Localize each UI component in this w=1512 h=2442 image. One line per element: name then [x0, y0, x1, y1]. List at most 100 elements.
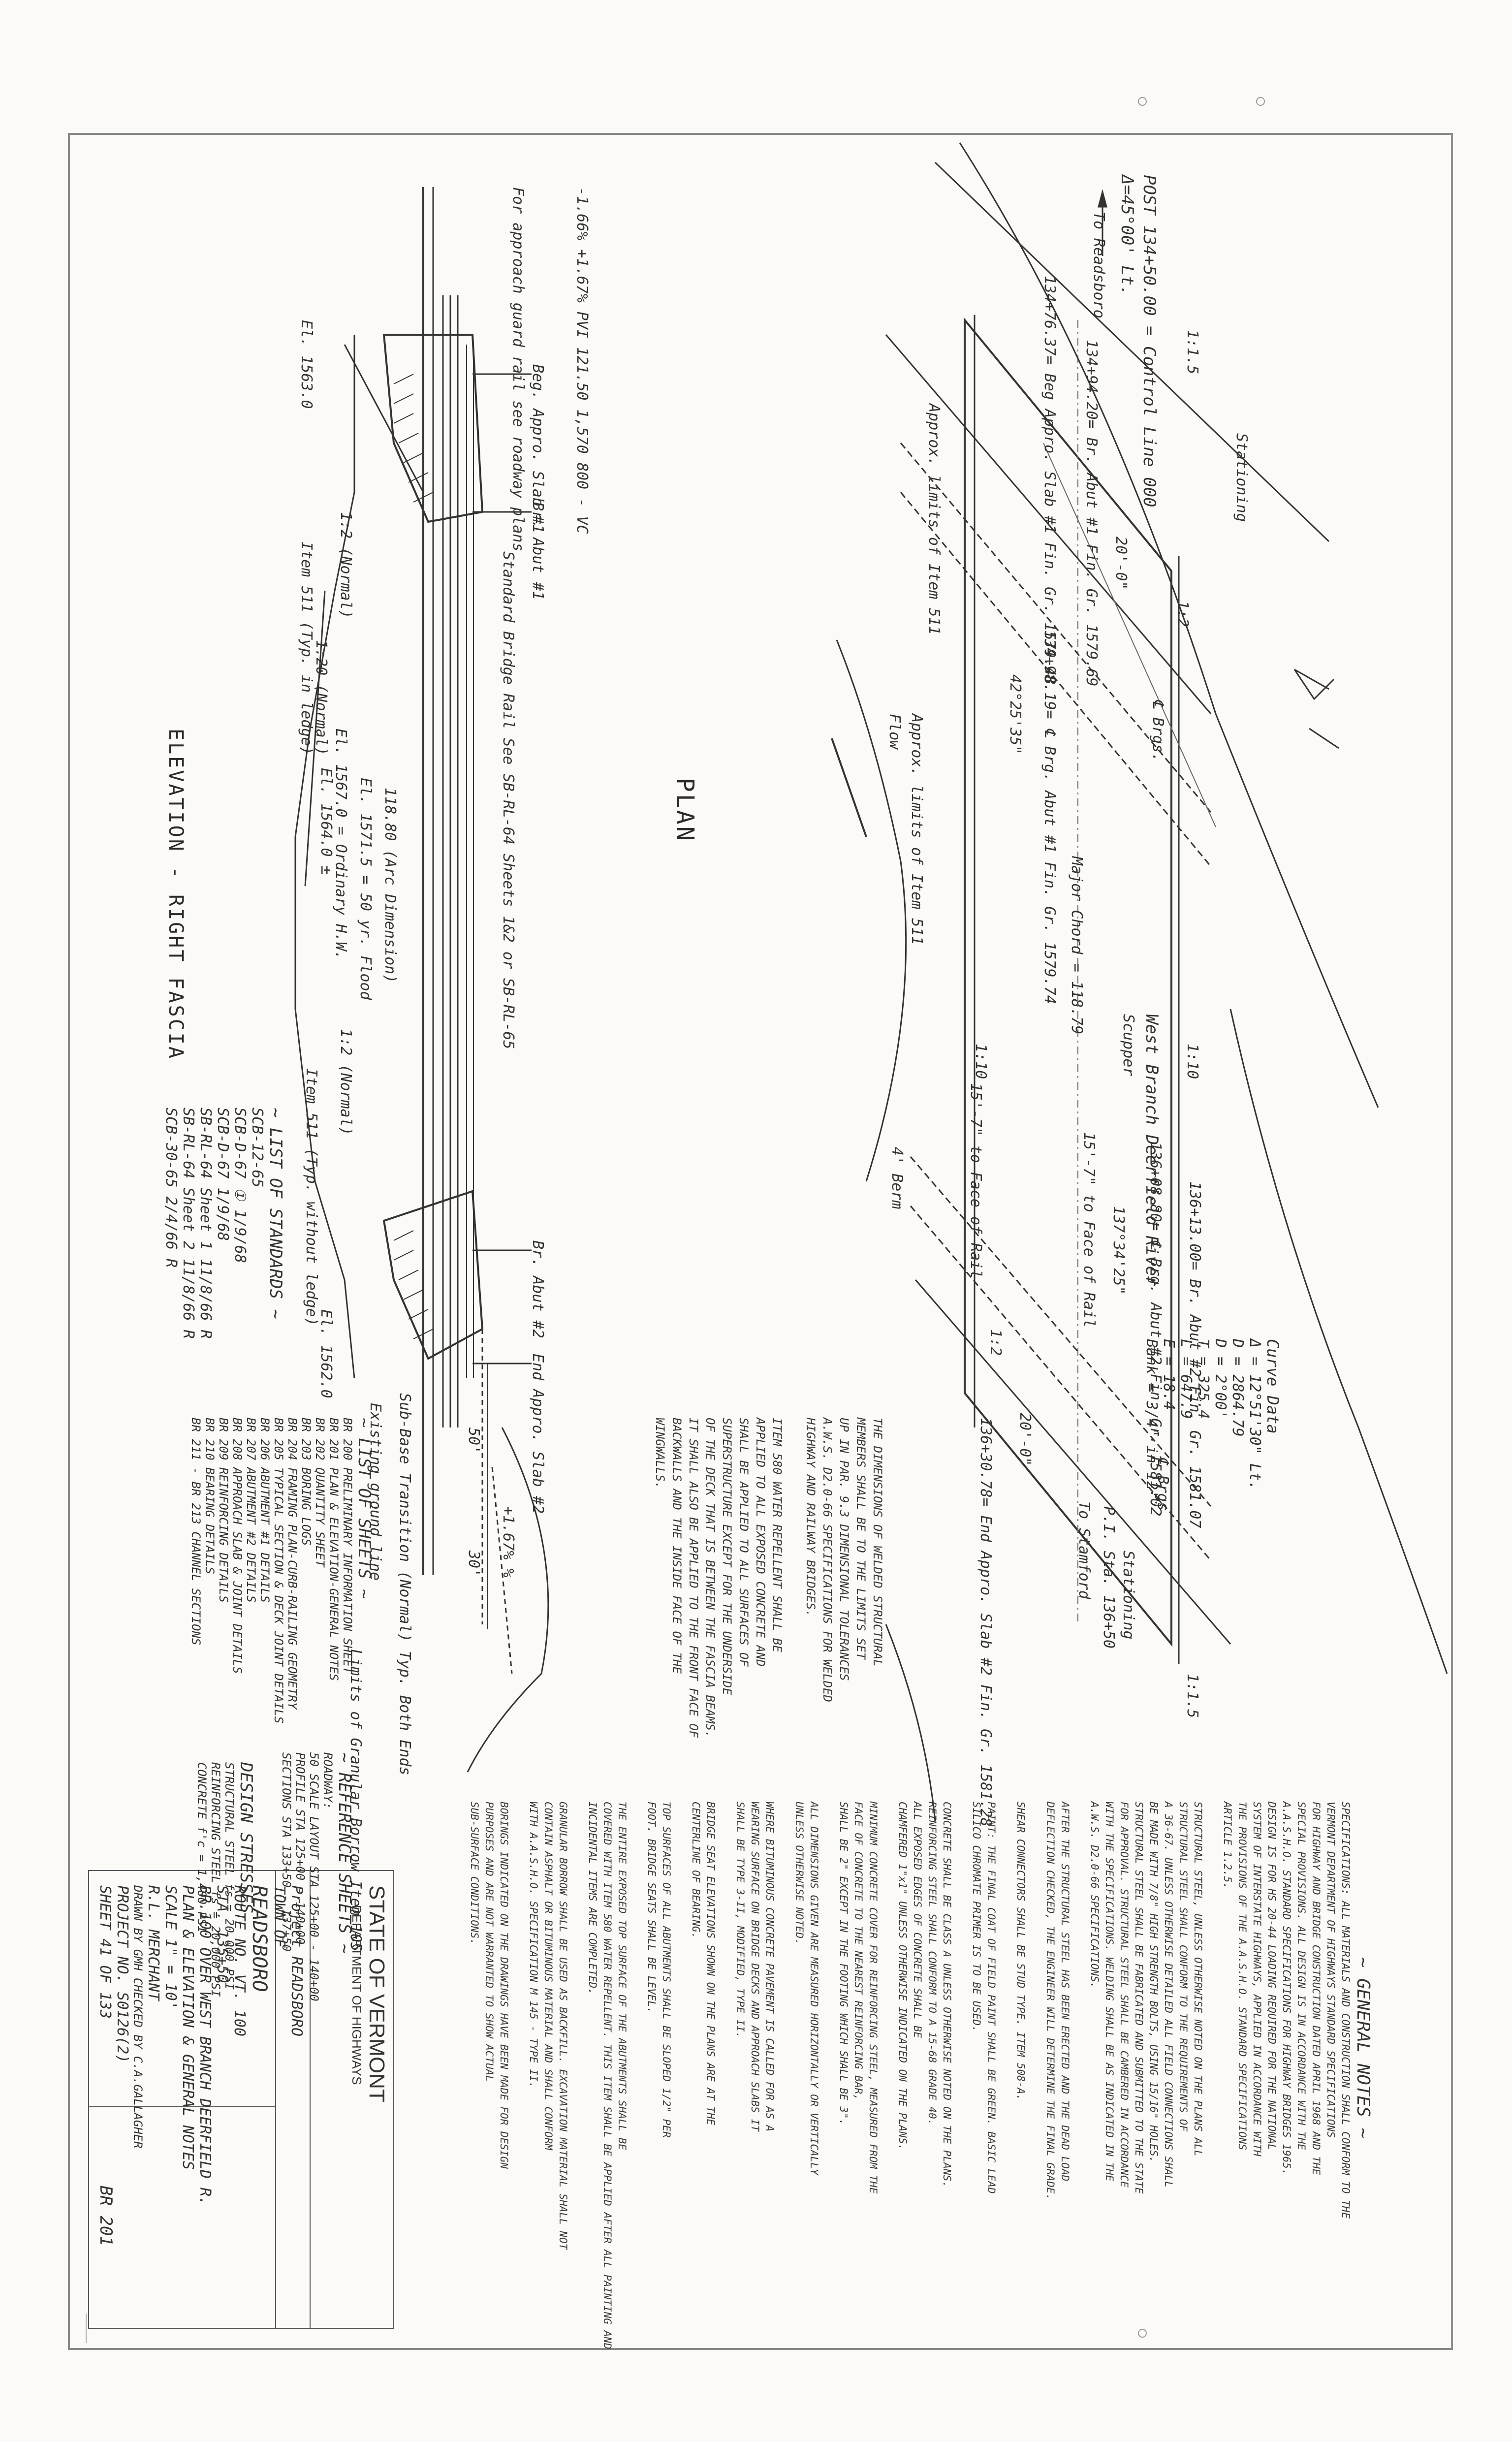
angle-1: 42°25'35" — [1007, 674, 1024, 755]
project-number: PROJECT NO. S0126(2) — [114, 1885, 131, 2063]
plan-linework — [831, 142, 1448, 1822]
elevation-linework — [294, 187, 549, 1773]
approach-guard-note: For approach guard rail see roadway plan… — [509, 187, 527, 552]
slope-110-b: 1:10 — [972, 1044, 989, 1079]
curve-data: Curve Data Δ = 12°51'30" Lt. D = 2864.79… — [1143, 1339, 1282, 1499]
standard-row: SCB-D-67 ① 1/9/68 — [231, 1108, 249, 1263]
vc-note: -1.66% +1.67% PVI 121.50 1,570 800 - VC — [573, 187, 591, 534]
curve-row: Bank = 3/4" in 12' — [1143, 1339, 1160, 1499]
sheet-title: PLAN & ELEVATION & GENERAL NOTES — [179, 1885, 196, 2170]
slope-110-a: 1:10 — [1184, 1044, 1201, 1079]
curve-data-title: Curve Data — [1263, 1339, 1282, 1434]
drawing-number: BR 201 — [96, 2186, 116, 2246]
angle-2: 137°34'25" — [1110, 1206, 1127, 1295]
br-abut1-elev: Br. Abut #1 — [529, 502, 546, 600]
sheet-row: BR 208 APPROACH SLAB & JOINT DETAILS — [230, 1418, 244, 1674]
sheet-row: BR 203 BORING LOGS — [299, 1418, 313, 1546]
scupper-label: Scupper — [1120, 1014, 1137, 1077]
project-name: Project READSBORO — [288, 1885, 305, 2037]
reference-row: ROADWAY: — [321, 1752, 335, 1809]
to-readsboro: To Readsboro — [1090, 212, 1107, 318]
sub-base-note: Sub-Base Transition (Normal) Typ. Both E… — [396, 1393, 413, 1776]
approx-limits-511-b: Approx. limits of Item 511 — [908, 714, 925, 945]
slope-120: 1:20 (Normal) — [313, 640, 330, 756]
dim-50: 50' — [465, 1427, 482, 1455]
bridge-rail-note: Standard Bridge Rail See SB-RL-64 Sheets… — [500, 551, 517, 1049]
punch-hole — [1138, 2329, 1147, 2338]
el-1564: El. 1564.0 ± — [317, 768, 335, 875]
dim-20-a: 20'-0" — [1112, 537, 1130, 590]
major-chord: Major Chord = 118.79 — [1068, 856, 1085, 1035]
title-block: STATE OF VERMONT DEPARTMENT OF HIGHWAYS — [349, 1885, 389, 2102]
drawn-checked: DRAWN BY GMH CHECKED BY C.A.GALLAGHER — [131, 1885, 145, 2149]
sheet-row: BR 206 ABUTMENT #1 DETAILS — [258, 1418, 272, 1603]
face-rail-1: 15'-7" to Face of Rail — [1080, 1132, 1098, 1328]
sheet-row: BR 210 BEARING DETAILS — [203, 1418, 217, 1574]
grade-right: +1.67% % — [500, 1506, 517, 1578]
curve-row: T = 325.4 — [1195, 1339, 1212, 1419]
dim-30: 30' — [465, 1551, 482, 1578]
title-block-info: Project READSBORO TOWN OF READSBORO ROUT… — [96, 1885, 305, 2205]
curve-row: Δ = 12°51'30" Lt. — [1246, 1339, 1263, 1491]
slope-normal-1: 1:2 (Normal) — [337, 512, 354, 619]
sheet-row: BR 200 PRELIMINARY INFORMATION SHEET — [341, 1418, 354, 1674]
punch-hole — [1138, 97, 1147, 106]
curve-row: D = 2°00' — [1212, 1339, 1229, 1419]
el-50yr: El. 1571.5 = 50 yr. Flood — [357, 778, 374, 1000]
stationing-label-2: Stationing — [1120, 1551, 1137, 1640]
br-abut1-plan: 134+94.20= Br. Abut #1 Fin. Gr. 1579.69 — [1083, 340, 1100, 687]
elevation-title: ELEVATION - RIGHT FASCIA — [164, 729, 187, 1060]
slope-12-b: 1:2 — [987, 1329, 1004, 1356]
end-appro-slab-label: 136+30.78= End Appro. Slab #2 Fin. Gr. 1… — [977, 1418, 994, 1827]
bridge-description: BR.100 OVER WEST BRANCH DEERFIELD R. — [196, 1885, 214, 2206]
plan-delta: Δ=45°00' Lt. — [1117, 175, 1137, 296]
plan-title: PLAN — [671, 778, 699, 843]
cl-brg-abut1: 134+98.19= ℄ Brg. Abut #1 Fin. Gr. 1579.… — [1041, 630, 1058, 1004]
station: STA. 135+50 — [214, 1885, 231, 1983]
dim-20-b: 20'-0" — [1016, 1413, 1034, 1466]
list-of-standards: ~ LIST OF STANDARDS ~ SCB-12-65 SCB-D-67… — [162, 1108, 285, 1339]
sheet-number: SHEET 41 OF 133 — [96, 1885, 114, 2019]
town-name: READSBORO — [248, 1885, 271, 1992]
sheet-row: BR 204 FRAMING PLAN-CURB-RAILING GEOMETR… — [285, 1418, 299, 1710]
department-name: DEPARTMENT OF HIGHWAYS — [349, 1905, 364, 2085]
sheet-row: BR 205 TYPICAL SECTION & DECK JOINT DETA… — [272, 1418, 285, 1724]
general-notes-title: ~ GENERAL NOTES ~ — [1353, 1957, 1373, 2139]
general-notes: ~ GENERAL NOTES ~ SPECIFICATIONS: ALL MA… — [467, 1802, 1373, 2349]
curve-row: D = 2864.79 — [1229, 1339, 1246, 1437]
state-name: STATE OF VERMONT — [365, 1885, 389, 2102]
sheet-row: BR 201 PLAN & ELEVATION-GENERAL NOTES — [327, 1418, 341, 1681]
sheet-row: BR 207 ABUTMENT #2 DETAILS — [244, 1418, 258, 1603]
slope-normal-2: 1:2 (Normal) — [337, 1029, 354, 1136]
curve-row: L = 647.9 — [1177, 1339, 1195, 1419]
standard-row: SCB-D-67 1/9/68 — [214, 1108, 231, 1241]
standards-title: ~ LIST OF STANDARDS ~ — [266, 1108, 285, 1319]
scale: SCALE 1" = 10' — [162, 1885, 179, 2010]
sheet-row: BR 211 - BR 213 CHANNEL SECTIONS — [189, 1418, 203, 1646]
el-ordinary: El. 1567.0 = Ordinary H.W. — [332, 729, 349, 960]
cl-brgs-a: ℄ Brgs. — [1149, 699, 1166, 762]
slope-115-a: 1:1.5 — [1184, 330, 1201, 375]
list-of-sheets: ~ LIST OF SHEETS ~ BR 200 PRELIMINARY IN… — [189, 1418, 374, 1723]
sheets-title: ~ LIST OF SHEETS ~ — [354, 1418, 374, 1599]
item511-noledge: Item 511 (Typ. without ledge) — [303, 1068, 320, 1326]
plan-station-label: POST 134+50.00 = Control Line 000 — [1139, 175, 1159, 507]
slope-12-a: 1:2 — [1174, 601, 1191, 628]
berm-label: 4' Berm — [888, 1147, 906, 1209]
title-block-frame — [88, 1870, 394, 2329]
end-appro-elev: End Appro. Slab #2 — [529, 1354, 546, 1514]
standard-row: SB-RL-64 Sheet 2 11/8/66 R — [180, 1108, 197, 1339]
structural-note: THE DIMENSIONS OF WELDED STRUCTURAL MEMB… — [653, 1418, 884, 1738]
standard-row: SB-RL-64 Sheet 1 11/8/66 R — [197, 1108, 214, 1339]
el-1562: El. 1562.0 — [317, 1309, 335, 1398]
el-1563: El. 1563.0 — [298, 320, 315, 409]
sheet-row: BR 209 REINFORCING DETAILS — [217, 1418, 230, 1603]
general-notes-text: SPECIFICATIONS: ALL MATERIALS AND CONSTR… — [469, 1802, 1352, 2349]
stationing-label-1: Stationing — [1233, 433, 1250, 522]
item511-ledge: Item 511 (Typ. in ledge) — [298, 541, 315, 755]
standard-row: SCB-30-65 2/4/66 R — [162, 1108, 180, 1268]
town-label: TOWN OF — [271, 1885, 288, 1948]
curve-row: E = 18.4 — [1160, 1339, 1177, 1410]
